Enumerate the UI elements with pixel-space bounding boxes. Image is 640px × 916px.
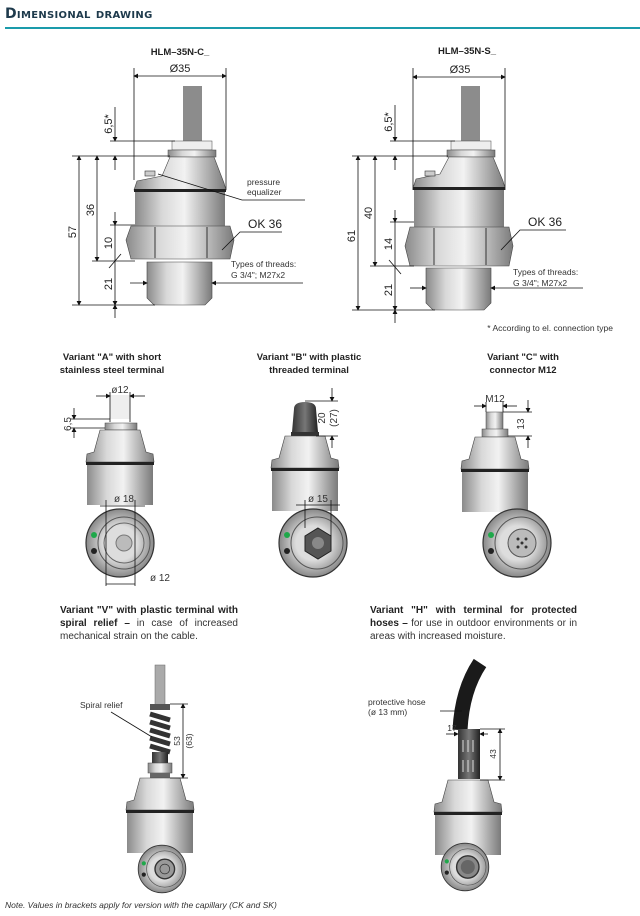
title-rule xyxy=(5,27,640,29)
variant-a: Variant "A" with short stainless steel t… xyxy=(60,352,170,586)
drawing-hlm-35n-s: HLM–35N-S_ Ø35 61 40 6,5* 14 21 OK 36 Ty… xyxy=(346,46,613,333)
svg-text:protective hose: protective hose xyxy=(368,697,426,707)
svg-text:ø 12: ø 12 xyxy=(150,573,170,584)
svg-text:13: 13 xyxy=(516,418,527,430)
svg-text:21: 21 xyxy=(103,278,115,290)
variant-h: protective hose (ø 13 mm) 17 43 xyxy=(368,658,505,892)
svg-text:6,5*: 6,5* xyxy=(103,113,115,133)
svg-text:Ø35: Ø35 xyxy=(170,63,191,75)
variant-h-title: Variant "H" with terminal for protected … xyxy=(370,605,577,629)
svg-text:connector M12: connector M12 xyxy=(489,365,556,376)
svg-text:17: 17 xyxy=(447,723,457,733)
drawing-hlm-35n-c: HLM–35N-C_ Ø35 57 36 6,5* 10 21 pressure… xyxy=(67,47,305,318)
section-title: Dimensional drawing xyxy=(5,6,153,22)
svg-text:53: 53 xyxy=(172,736,182,746)
svg-text:ø12: ø12 xyxy=(111,385,129,396)
svg-text:OK 36: OK 36 xyxy=(528,215,562,229)
svg-text:(ø 13 mm): (ø 13 mm) xyxy=(368,707,407,717)
svg-text:61: 61 xyxy=(346,230,358,242)
variant-v-text: in case of increased mechanical strain o… xyxy=(60,618,238,642)
svg-text:Ø35: Ø35 xyxy=(450,64,471,76)
svg-text:14: 14 xyxy=(383,238,395,250)
svg-text:M12: M12 xyxy=(485,394,505,405)
svg-text:Types of threads:: Types of threads: xyxy=(513,267,578,277)
drawing-title: HLM–35N-S_ xyxy=(438,46,497,57)
svg-text:(27): (27) xyxy=(329,409,340,427)
svg-text:40: 40 xyxy=(363,207,375,219)
svg-text:21: 21 xyxy=(383,284,395,296)
svg-text:ø 18: ø 18 xyxy=(114,494,134,505)
svg-text:G 3/4"; M27x2: G 3/4"; M27x2 xyxy=(513,278,567,288)
variant-h-description: Variant "H" with terminal for protected … xyxy=(370,604,577,643)
variant-v: Spiral relief 53 (63) xyxy=(80,664,195,894)
svg-text:10: 10 xyxy=(103,237,115,249)
svg-text:6,5: 6,5 xyxy=(63,417,74,431)
svg-text:Spiral relief: Spiral relief xyxy=(80,700,123,710)
note: Note. Values in brackets apply for versi… xyxy=(5,900,277,910)
svg-text:G 3/4"; M27x2: G 3/4"; M27x2 xyxy=(231,270,285,280)
svg-text:57: 57 xyxy=(67,226,79,238)
drawing-title: HLM–35N-C_ xyxy=(151,47,210,58)
svg-text:threaded terminal: threaded terminal xyxy=(269,365,349,376)
svg-text:43: 43 xyxy=(488,749,498,759)
variant-h-text: for use in outdoor environments or in ar… xyxy=(370,618,577,642)
svg-text:20: 20 xyxy=(317,412,328,424)
svg-text:Variant "B" with plastic: Variant "B" with plastic xyxy=(257,352,362,363)
svg-text:Variant "A" with short: Variant "A" with short xyxy=(63,352,162,363)
footnote: * According to el. connection type xyxy=(487,323,613,333)
svg-text:36: 36 xyxy=(85,204,97,216)
svg-text:pressure: pressure xyxy=(247,177,280,187)
svg-text:(63): (63) xyxy=(184,733,194,748)
variant-v-title: Variant "V" with plastic terminal with s… xyxy=(60,605,238,629)
variant-c: Variant "C" with connector M12 M12 13 xyxy=(460,352,559,578)
svg-text:Types of threads:: Types of threads: xyxy=(231,259,296,269)
svg-text:6,5*: 6,5* xyxy=(383,111,395,131)
svg-text:Variant "C" with: Variant "C" with xyxy=(487,352,559,363)
svg-text:equalizer: equalizer xyxy=(247,187,282,197)
svg-text:stainless steel terminal: stainless steel terminal xyxy=(60,365,165,376)
svg-text:ø 15: ø 15 xyxy=(308,494,328,505)
variant-v-description: Variant "V" with plastic terminal with s… xyxy=(60,604,238,643)
variant-b: Variant "B" with plastic threaded termin… xyxy=(257,352,362,578)
svg-text:OK 36: OK 36 xyxy=(248,217,282,231)
